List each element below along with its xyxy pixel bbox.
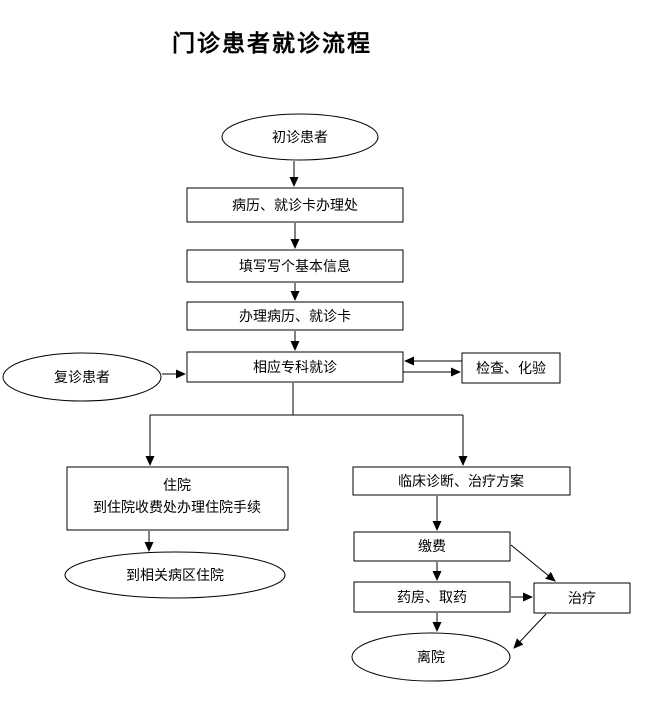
card-office-rect: [186, 187, 404, 223]
ward-admission-label: 到相关病区住院: [126, 567, 224, 583]
fill-basic-info-label: 填写写个基本信息: [239, 258, 351, 274]
node-leave-hospital: 离院: [351, 632, 511, 682]
ward-admission-ellipse: [64, 551, 286, 599]
handle-record-card-label: 办理病历、就诊卡: [239, 308, 351, 324]
hospitalization-rect: [66, 466, 289, 531]
node-fill-basic-info: 填写写个基本信息: [186, 249, 404, 283]
node-return-visit-patient: 复诊患者: [2, 352, 162, 402]
treatment-label: 治疗: [568, 590, 596, 606]
first-visit-ellipse: [221, 113, 379, 161]
specialist-visit-rect: [186, 351, 404, 383]
return-visit-ellipse: [2, 352, 162, 402]
node-pharmacy-get-medicine: 药房、取药: [353, 581, 511, 613]
treatment-rect: [533, 582, 631, 614]
hospitalization-label-line2: 到住院收费处办理住院手续: [93, 499, 261, 515]
first-visit-label: 初诊患者: [272, 129, 328, 145]
clinical-diagnosis-label: 临床诊断、治疗方案: [398, 473, 524, 489]
node-clinical-diagnosis: 临床诊断、治疗方案: [352, 466, 571, 496]
hospitalization-label-line1: 住院: [163, 477, 191, 493]
node-handle-record-card: 办理病历、就诊卡: [186, 301, 404, 331]
payment-rect: [353, 531, 511, 562]
arrow-treatment-to-leave: [513, 613, 547, 649]
node-first-visit-patient: 初诊患者: [221, 113, 379, 161]
clinical-diagnosis-rect: [352, 466, 571, 496]
node-exam-lab-test: 检查、化验: [461, 352, 561, 384]
return-visit-label: 复诊患者: [54, 369, 110, 385]
page-title: 门诊患者就诊流程: [172, 30, 372, 56]
payment-label: 缴费: [418, 538, 446, 554]
node-ward-admission: 到相关病区住院: [64, 551, 286, 599]
node-specialist-visit: 相应专科就诊: [186, 351, 404, 383]
node-hospitalization: 住院 到住院收费处办理住院手续: [66, 466, 289, 531]
leave-hospital-ellipse: [351, 632, 511, 682]
handle-record-card-rect: [186, 301, 404, 331]
leave-hospital-label: 离院: [417, 649, 445, 665]
exam-lab-test-rect: [461, 352, 561, 384]
fill-basic-info-rect: [186, 249, 404, 283]
node-payment: 缴费: [353, 531, 511, 562]
card-office-label: 病历、就诊卡办理处: [232, 197, 358, 213]
exam-lab-test-label: 检查、化验: [476, 360, 546, 376]
node-treatment: 治疗: [533, 582, 631, 614]
arrow-payment-to-treatment: [510, 544, 556, 582]
branch-connector: [150, 383, 463, 416]
pharmacy-label: 药房、取药: [397, 589, 467, 605]
pharmacy-rect: [353, 581, 511, 613]
specialist-visit-label: 相应专科就诊: [253, 359, 337, 375]
node-card-office: 病历、就诊卡办理处: [186, 187, 404, 223]
